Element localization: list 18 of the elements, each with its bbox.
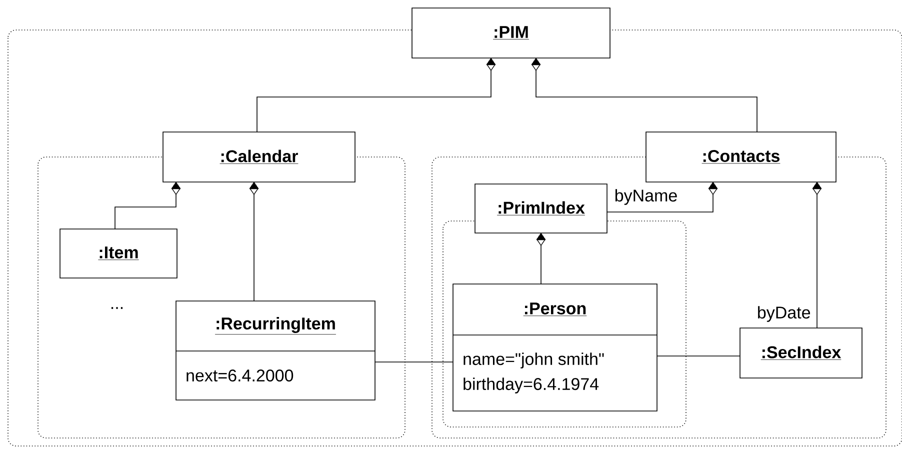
object-box: :Calendar	[162, 132, 356, 182]
object-box: :RecurringItem next=6.4.2000	[176, 300, 376, 400]
object-box: :Contacts	[646, 132, 836, 182]
edge-label: byName	[613, 188, 679, 206]
composition-link	[530, 58, 758, 132]
ellipsis: ...	[111, 307, 123, 309]
object-box: :Item	[60, 228, 178, 278]
composition-link	[812, 182, 822, 328]
object-box: :PrimIndex	[474, 184, 608, 234]
object-box: :SecIndex	[740, 328, 862, 378]
composition-link	[114, 182, 182, 230]
composition-link	[256, 58, 496, 132]
object-box: :PIM	[412, 8, 610, 58]
edge-label: byDate	[756, 305, 812, 323]
composition-link	[536, 233, 546, 284]
composition-link	[248, 182, 260, 302]
object-box: :Person name="john smith" birthday=6.4.1974	[452, 284, 658, 412]
composition-link	[606, 182, 718, 212]
